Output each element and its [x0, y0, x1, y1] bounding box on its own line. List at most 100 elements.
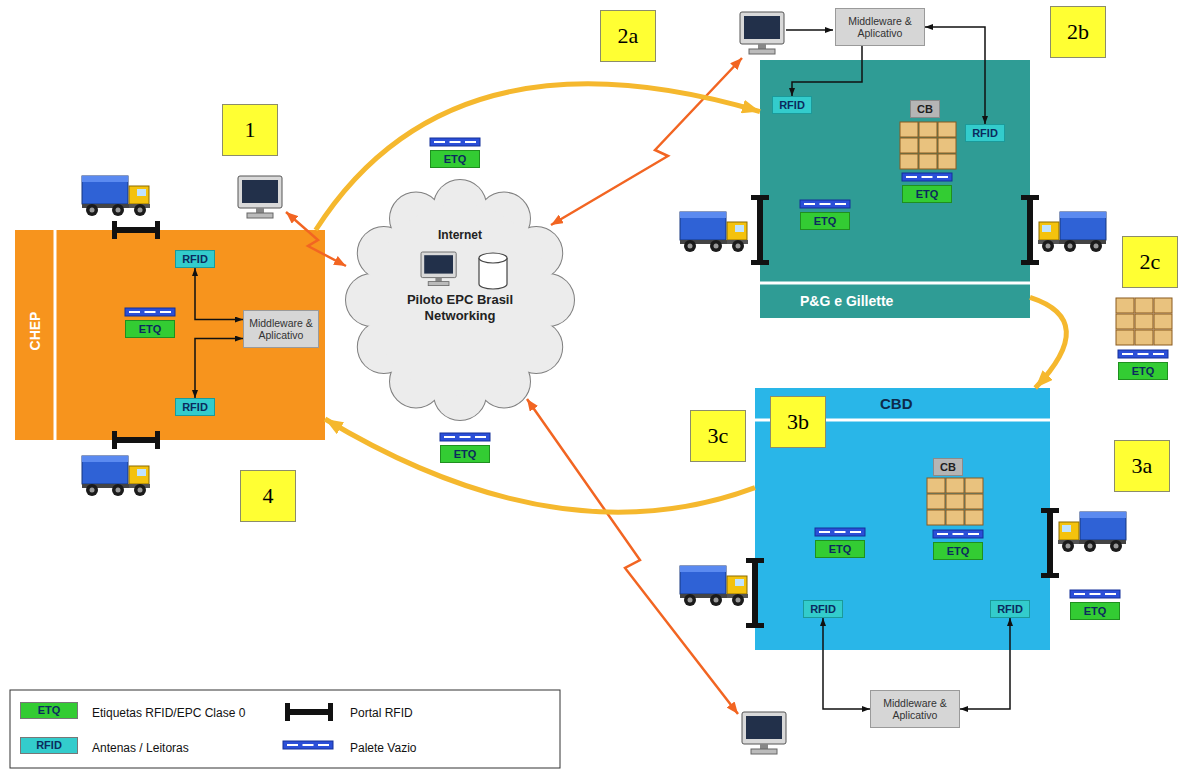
node-text: RFID: [182, 400, 208, 414]
legend-item: Antenas / Leitoras: [92, 738, 189, 756]
callout-box: 2b: [1050, 6, 1106, 58]
rfid-portal: [112, 431, 160, 449]
truck-icon: [680, 212, 748, 252]
rfid-tag: ETQ: [125, 320, 175, 338]
legend-text: Palete Vazio: [350, 741, 417, 755]
box-stack: [900, 122, 956, 169]
legend-item: Etiquetas RFID/EPC Clase 0: [92, 703, 245, 721]
rfid-tag: ETQ: [1070, 602, 1120, 620]
node-text: ETQ: [1075, 604, 1115, 618]
callout-box: 2a: [600, 10, 656, 62]
legend-text: Portal RFID: [350, 706, 413, 720]
computer-icon: [238, 176, 282, 218]
antenna-reader: RFID: [990, 600, 1030, 618]
band-divider: [760, 282, 1030, 285]
empty-pallet: [125, 308, 175, 316]
legend-item: Portal RFID: [350, 703, 413, 721]
antenna-reader: RFID: [803, 600, 843, 618]
empty-pallet: [1118, 350, 1168, 358]
legend-text: Antenas / Leitoras: [92, 741, 189, 755]
data-link: [792, 46, 862, 96]
callout-number: 1: [245, 118, 256, 142]
node-text: CHEP: [27, 311, 43, 351]
facility-fill: [15, 230, 325, 440]
rfid-tag: ETQ: [440, 445, 490, 463]
truck-icon: [82, 176, 150, 216]
swatch-label: RFID: [36, 739, 62, 752]
box-stack: [927, 478, 983, 525]
node-text: ETQ: [820, 542, 860, 556]
middleware-box: Middleware & Aplicativo: [835, 8, 925, 46]
node-text: P&G e Gillette: [800, 293, 893, 309]
callout-box: 2c: [1122, 236, 1178, 288]
callout-box: 4: [240, 470, 296, 522]
empty-pallet: [430, 138, 480, 146]
callout-number: 4: [263, 484, 274, 508]
facility-fill: [755, 388, 1050, 650]
truck-icon: [680, 566, 748, 606]
band-divider: [54, 230, 57, 440]
empty-pallet: [902, 173, 952, 181]
node-text: RFID: [997, 602, 1023, 616]
flow-arrow: [1030, 297, 1066, 388]
cb-box: CB: [933, 458, 963, 476]
data-link: [823, 618, 870, 709]
rfid-portal: [746, 558, 764, 628]
box-stack: [1116, 298, 1172, 345]
rfid-tag: ETQ: [902, 185, 952, 203]
node-text: Piloto EPC Brasil Networking: [385, 292, 535, 324]
legend-sample: [283, 741, 333, 749]
network-cloud: InternetPiloto EPC Brasil Networking: [345, 180, 575, 420]
middleware-box: Middleware & Aplicativo: [870, 690, 960, 728]
facility-fill: [760, 60, 1030, 318]
legend-item: Palete Vazio: [350, 738, 417, 756]
network-link: [286, 212, 346, 266]
rfid-tag: ETQ: [933, 542, 983, 560]
node-text: Middleware & Aplicativo: [247, 317, 315, 341]
node-text: RFID: [182, 252, 208, 266]
node-text: RFID: [810, 602, 836, 616]
callout-number: 3c: [708, 424, 729, 448]
truck-icon: [1038, 212, 1106, 252]
data-link: [195, 268, 243, 320]
truck-icon: [82, 456, 150, 496]
antenna-reader: RFID: [175, 398, 215, 416]
legend-swatch: ETQ: [20, 702, 78, 719]
data-wire: [786, 29, 833, 31]
cb-box: CB: [910, 100, 940, 118]
node-text: ETQ: [445, 447, 485, 461]
empty-pallet: [933, 530, 983, 538]
callout-number: 3b: [787, 410, 809, 434]
empty-pallet: [1070, 590, 1120, 598]
server-icon: [421, 252, 456, 286]
callout-box: 3b: [770, 396, 826, 448]
rfid-tag: ETQ: [800, 212, 850, 230]
data-link: [195, 339, 243, 399]
node-text: ETQ: [805, 214, 845, 228]
rfid-tag: ETQ: [1118, 362, 1168, 380]
facility-box: CHEPRFIDETQMiddleware & AplicativoRFID: [15, 230, 325, 440]
node-text: ETQ: [938, 544, 978, 558]
rfid-portal: [1021, 195, 1039, 265]
truck-icon: [1058, 512, 1126, 552]
node-text: Internet: [438, 228, 482, 242]
node-text: CB: [917, 102, 933, 116]
node-text: RFID: [972, 126, 998, 140]
node-text: ETQ: [1123, 364, 1163, 378]
swatch-label: ETQ: [38, 704, 61, 717]
callout-box: 3c: [690, 410, 746, 462]
antenna-reader: RFID: [175, 250, 215, 268]
empty-pallet: [440, 433, 490, 441]
callout-box: 3a: [1114, 440, 1170, 492]
legend-text: Etiquetas RFID/EPC Clase 0: [92, 706, 245, 720]
rfid-portal: [1041, 508, 1059, 578]
legend-frame: [10, 690, 560, 768]
node-text: CB: [940, 460, 956, 474]
flow-arrow: [316, 84, 760, 230]
empty-pallet: [800, 200, 850, 208]
empty-pallet: [815, 528, 865, 536]
legend-sample: [285, 703, 333, 721]
callout-number: 3a: [1132, 454, 1153, 478]
